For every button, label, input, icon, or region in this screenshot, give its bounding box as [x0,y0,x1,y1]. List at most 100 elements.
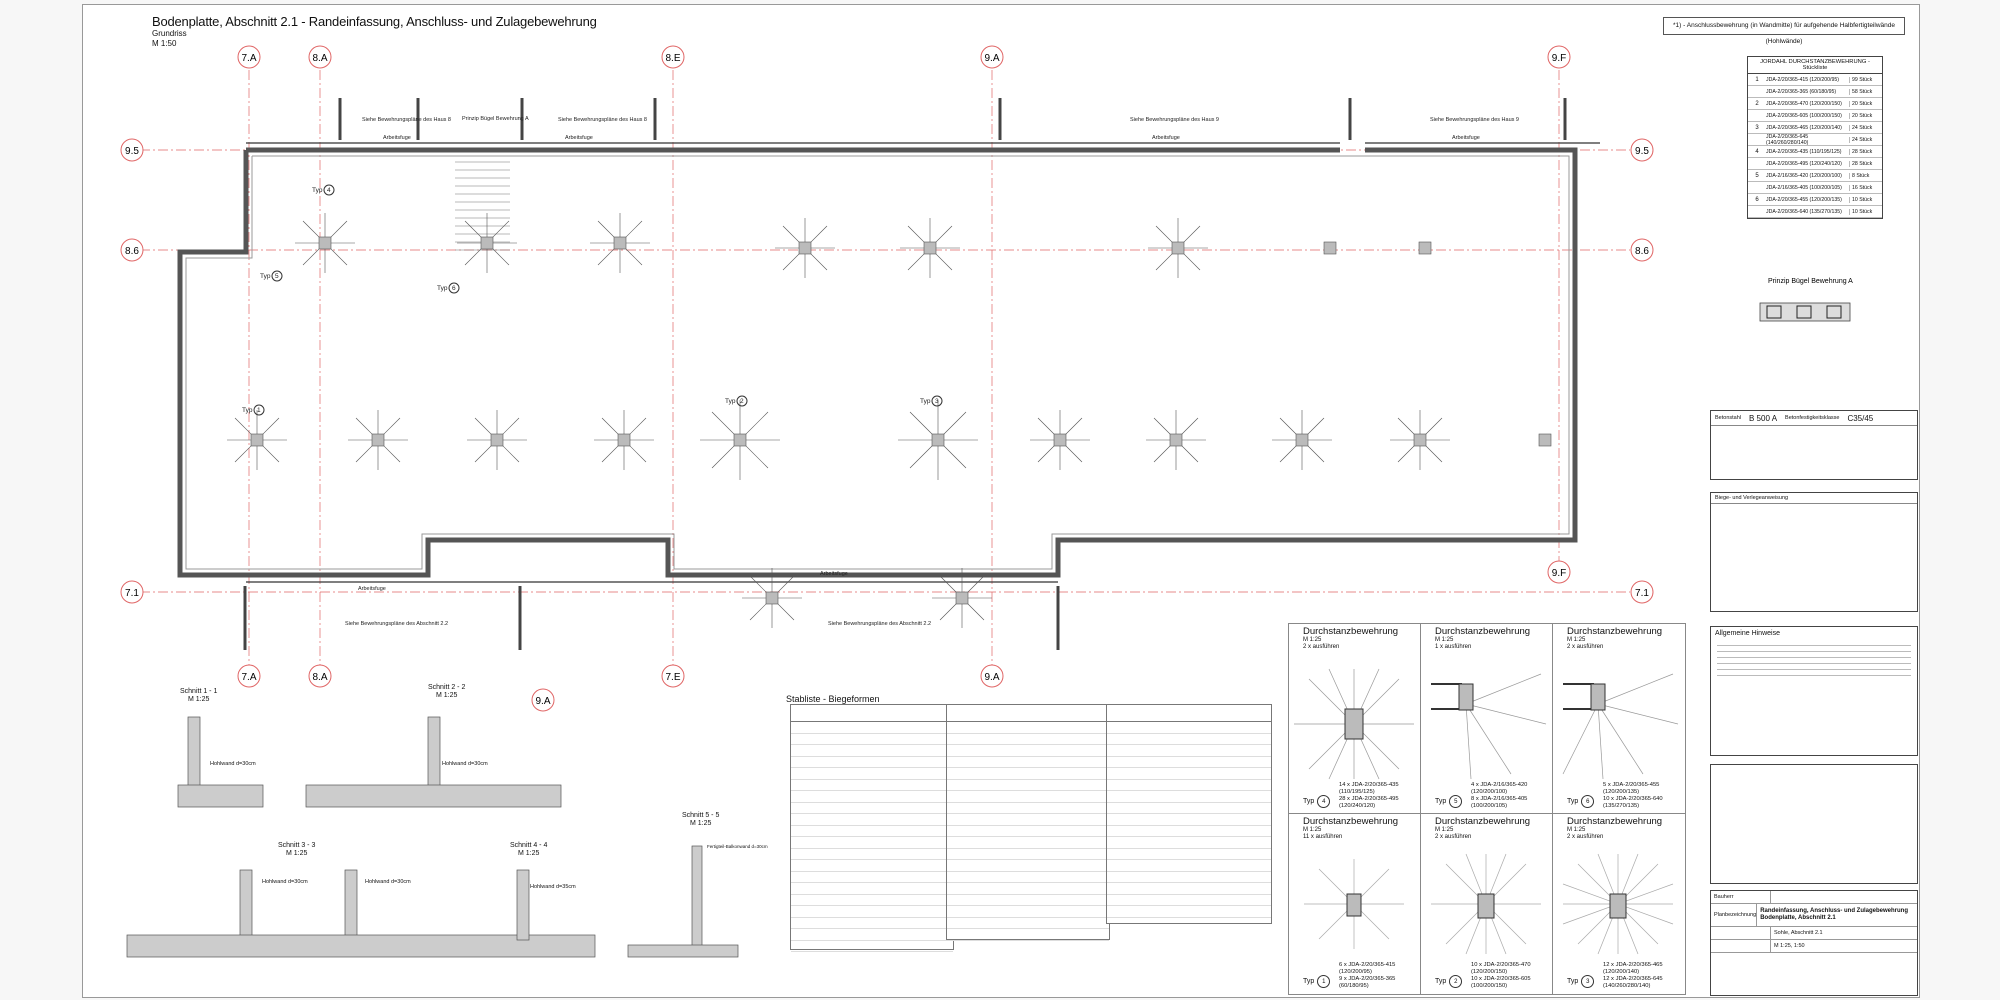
drawing-title: Bodenplatte, Abschnitt 2.1 - Randeinfass… [152,14,597,29]
svg-text:5: 5 [275,273,279,280]
concrete-value: C35/45 [1847,413,1874,423]
svg-text:Prinzip Bügel Bewehrung A: Prinzip Bügel Bewehrung A [1768,278,1853,285]
list-item: JDA-2/16/365-405 (100/200/105)16 Stück [1748,182,1882,194]
axis-right-2: 7.1 [1635,588,1649,599]
label-arbeitsfuge-6: Arbeitsfuge [820,571,848,577]
svg-text:4: 4 [327,187,331,194]
axis-bottom-0: 7.A [241,672,256,683]
svg-text:Typ: Typ [725,398,736,405]
axis-bottom-1: 8.A [312,672,327,683]
arbeitsfuge-lines [246,142,1600,583]
list-item: JDA-2/20/365-495 (120/240/120)28 Stück [1748,158,1882,170]
label-prinzip-plan: Prinzip Bügel Bewehrung A [462,116,529,122]
general-hints-box: Allgemeine Hinweise [1710,626,1918,756]
hohlwand-note-3: Hohlwand d=30cm [262,879,308,885]
typ-marker: Typ 4 [312,184,335,196]
bend-instructions-box: Biege- und Verlegeanweisung [1710,492,1918,612]
svg-text:Typ: Typ [437,285,448,292]
jordahl-header: JORDAHL DURCHSTANZBEWEHRUNG - Stückliste [1748,57,1882,74]
label-see-haus8-a: Siehe Bewehrungspläne des Haus 8 [362,117,451,123]
drawing-view: Grundriss [152,29,187,38]
stamp-row-abschnitt: Sohle, Abschnitt 2.1 [1711,927,1917,940]
axis-bottom-2: 7.E [665,672,680,683]
drawing-title-block: Bodenplatte, Abschnitt 2.1 - Randeinfass… [152,14,597,49]
axis-bottom-3: 9.A [984,672,999,683]
axis-top-2: 8.E [665,53,680,64]
svg-text:6: 6 [452,285,456,292]
key-plan-box [1710,764,1918,884]
axis-left-2: 7.1 [125,588,139,599]
list-item: JDA-2/20/365-605 (100/200/150)20 Stück [1748,110,1882,122]
typ-marker: Typ 5 [260,270,283,282]
axis-top-0: 7.A [241,53,256,64]
axis-left-0: 9.5 [125,146,139,157]
stamp-row-massstab: M 1:25, 1:50 [1711,940,1917,953]
column-stars [227,213,1552,628]
slab-edge [177,147,1578,578]
label-arbeitsfuge-5: Arbeitsfuge [358,586,386,592]
stamp-row-bauherr: Bauherr [1711,891,1917,904]
stabliste-table-3 [1106,704,1272,924]
anschluss-note: *1) - Anschlussbewehrung (in Wandmitte) … [1663,17,1905,45]
label-see-haus9-b: Siehe Bewehrungspläne des Haus 9 [1430,117,1519,123]
grid-bubbles: 7.A 8.A 8.E 9.A 9.F 7.A 8.A 7.E 9.A 9.5 … [120,45,1654,712]
label-arbeitsfuge-4: Arbeitsfuge [1452,135,1480,141]
svg-text:Typ: Typ [260,273,271,280]
stair-hatch [455,161,510,251]
label-see-haus9-a: Siehe Bewehrungspläne des Haus 9 [1130,117,1219,123]
durchstanz-sketch [1431,853,1541,955]
typ-marker: Typ 6 [437,282,460,294]
durchstanz-sketch [1294,668,1414,780]
slab-edge-inner [185,155,1570,570]
svg-text:2: 2 [740,398,744,405]
drawing-scale: M 1:50 [152,39,177,48]
label-arbeitsfuge-1: Arbeitsfuge [383,135,411,141]
hohlwand-note-4: Hohlwand d=30cm [365,879,411,885]
bend-title: Biege- und Verlegeanweisung [1711,493,1917,504]
prinzip-buegel-sketch: Prinzip Bügel Bewehrung A [1759,278,1853,322]
jordahl-parts-list: JORDAHL DURCHSTANZBEWEHRUNG - Stückliste… [1747,56,1883,219]
list-item: JDA-2/20/365-640 (135/270/135)10 Stück [1748,206,1882,218]
svg-text:Typ: Typ [312,187,323,194]
label-arbeitsfuge-2: Arbeitsfuge [565,135,593,141]
axis-other-1: 9.A [535,696,550,707]
steel-value: B 500 A [1749,413,1778,423]
durchstanz-sketch [1304,859,1404,949]
axis-top-3: 9.A [984,53,999,64]
list-item: JDA-2/20/365-365 (60/180/95)58 Stück [1748,86,1882,98]
axis-left-1: 8.6 [125,246,139,257]
stabliste-table-1 [790,704,954,952]
stabliste-table-2 [946,704,1110,941]
svg-text:Typ: Typ [242,407,253,414]
axis-right-1: 8.6 [1635,246,1649,257]
wall-stubs [243,98,1567,650]
steel-label: Betonstahl [1715,415,1741,421]
hohlwand-note-1: Hohlwand d=30cm [210,761,256,767]
label-see-abschnitt-b: Siehe Bewehrungspläne des Abschnitt 2.2 [828,621,931,627]
axis-top-4: 9.F [1552,53,1566,64]
material-box: Betonstahl B 500 A Betonfestigkeitsklass… [1710,410,1918,480]
svg-text:3: 3 [935,398,939,405]
durchstanz-sketch [1562,673,1679,780]
svg-text:1: 1 [257,407,261,414]
hohlwand-note-2: Hohlwand d=30cm [442,761,488,767]
svg-text:Typ: Typ [920,398,931,405]
label-see-abschnitt-a: Siehe Bewehrungspläne des Abschnitt 2.2 [345,621,448,627]
